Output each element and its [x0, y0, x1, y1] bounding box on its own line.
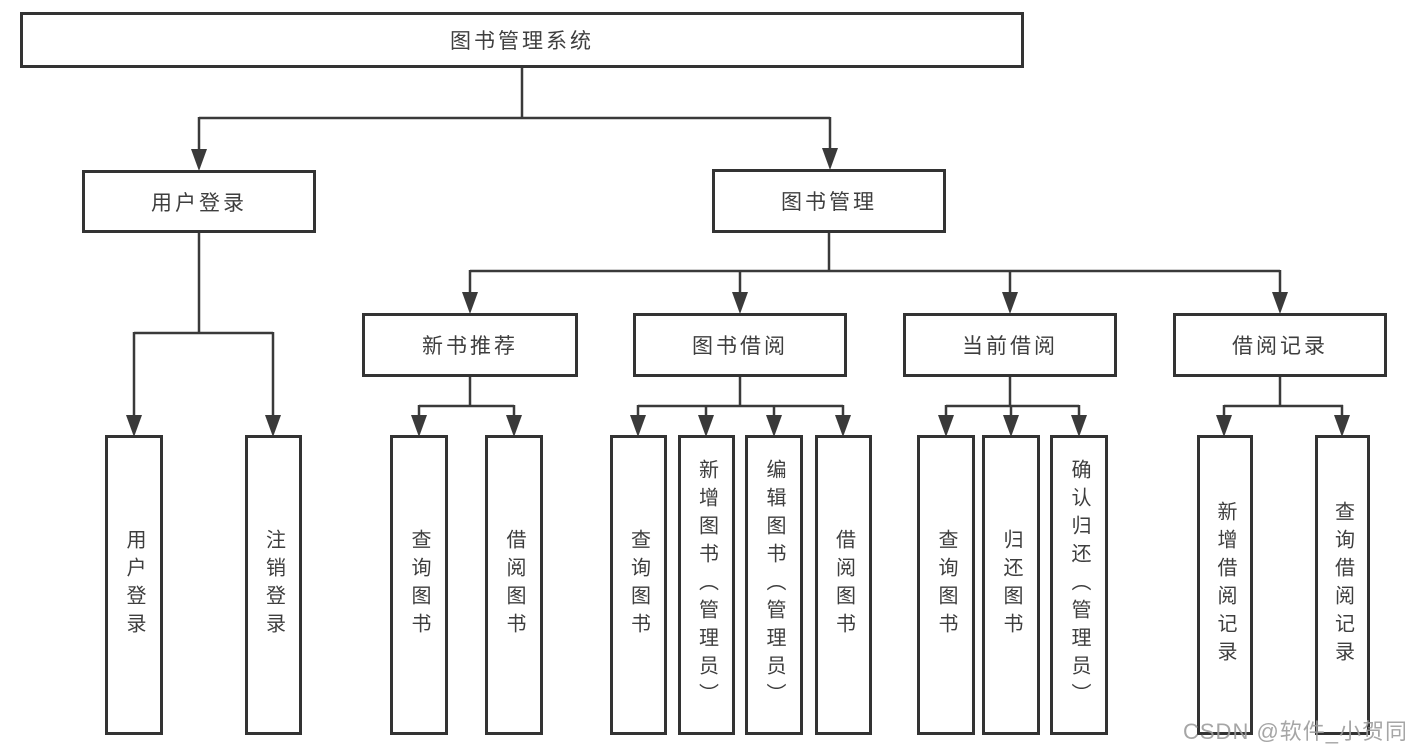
node-leaf-borrow-book-1: 借阅图书: [485, 435, 543, 735]
arrow-icon: [191, 149, 207, 171]
arrow-icon: [1272, 292, 1288, 314]
arrow-icon: [1216, 415, 1232, 437]
leaf-label: 确认归还（管理员）: [1068, 459, 1090, 711]
arrow-icon: [462, 292, 478, 314]
arrow-icon: [411, 415, 427, 437]
node-book-borrow-label: 图书借阅: [692, 335, 788, 358]
node-user-login-label: 用户登录: [151, 191, 247, 215]
node-borrow-records-label: 借阅记录: [1232, 335, 1328, 358]
node-user-login: 用户登录: [82, 170, 316, 233]
arrow-icon: [938, 415, 954, 437]
leaf-label: 查询图书: [627, 529, 650, 641]
leaf-label: 归还图书: [1000, 529, 1022, 641]
connector-newbook-split: [417, 377, 516, 418]
arrow-icon: [265, 415, 281, 437]
connector-userlogin-split: [132, 233, 275, 418]
leaf-label: 新增借阅记录: [1214, 501, 1236, 669]
csdn-watermark: CSDN @软件_小贺同学: [1183, 719, 1405, 744]
arrowheads: [126, 148, 1350, 437]
connector-records-split: [1222, 377, 1344, 418]
leaf-label: 用户登录: [123, 529, 145, 641]
arrow-icon: [1003, 415, 1019, 437]
node-leaf-user-login: 用户登录: [105, 435, 163, 735]
arrow-icon: [506, 415, 522, 437]
leaf-label: 查询借阅记录: [1331, 501, 1354, 669]
leaf-label: 借阅图书: [503, 529, 525, 641]
node-leaf-query-book-1: 查询图书: [390, 435, 448, 735]
leaf-label: 新增图书（管理员）: [695, 459, 718, 711]
node-leaf-logout: 注销登录: [245, 435, 302, 735]
arrow-icon: [822, 148, 838, 170]
node-leaf-borrow-book-2: 借阅图书: [815, 435, 872, 735]
node-leaf-confirm-return-admin: 确认归还（管理员）: [1050, 435, 1108, 735]
arrow-icon: [1334, 415, 1350, 437]
connector-root-split: [197, 68, 832, 152]
arrow-icon: [732, 292, 748, 314]
leaf-label: 查询图书: [935, 529, 957, 641]
node-book-management: 图书管理: [712, 169, 946, 233]
node-leaf-add-book-admin: 新增图书（管理员）: [678, 435, 735, 735]
node-leaf-edit-book-admin: 编辑图书（管理员）: [745, 435, 803, 735]
leaf-label: 查询图书: [408, 529, 430, 641]
node-borrow-records: 借阅记录: [1173, 313, 1387, 377]
node-book-management-label: 图书管理: [781, 191, 877, 214]
connector-borrow-split: [636, 377, 845, 418]
connector-bookmgmt-split: [468, 233, 1282, 296]
node-leaf-return-book: 归还图书: [982, 435, 1040, 735]
node-current-borrow-label: 当前借阅: [962, 335, 1058, 358]
node-root: 图书管理系统: [20, 12, 1024, 68]
arrow-icon: [1071, 415, 1087, 437]
arrow-icon: [766, 415, 782, 437]
arrow-icon: [835, 415, 851, 437]
node-leaf-query-book-3: 查询图书: [917, 435, 975, 735]
leaf-label: 注销登录: [262, 529, 285, 641]
arrow-icon: [126, 415, 142, 437]
node-current-borrow: 当前借阅: [903, 313, 1117, 377]
node-leaf-query-book-2: 查询图书: [610, 435, 667, 735]
arrow-icon: [630, 415, 646, 437]
leaf-label: 借阅图书: [832, 529, 855, 641]
connector-current-split: [944, 377, 1081, 418]
node-leaf-query-borrow-record: 查询借阅记录: [1315, 435, 1370, 735]
node-book-borrow: 图书借阅: [633, 313, 847, 377]
node-new-book-recommend-label: 新书推荐: [422, 335, 518, 358]
node-leaf-add-borrow-record: 新增借阅记录: [1197, 435, 1253, 735]
arrow-icon: [698, 415, 714, 437]
node-new-book-recommend: 新书推荐: [362, 313, 578, 377]
leaf-label: 编辑图书（管理员）: [763, 459, 785, 711]
node-root-label: 图书管理系统: [450, 30, 594, 53]
arrow-icon: [1002, 292, 1018, 314]
